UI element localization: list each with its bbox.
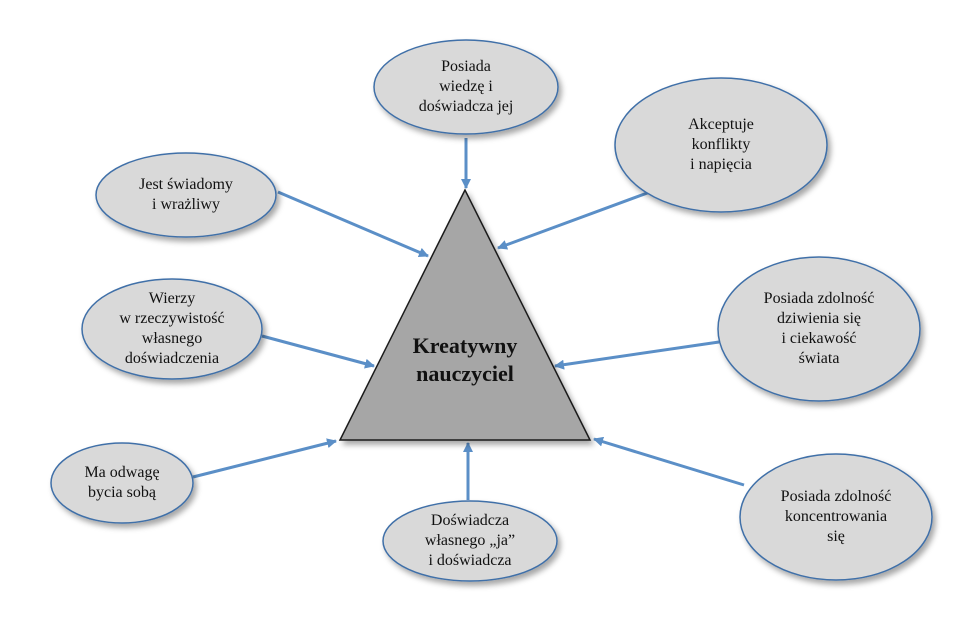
- arrow-jest-swiadomy: [277, 190, 429, 258]
- center-triangle: [338, 188, 592, 441]
- arrow-akceptuje-konflikty: [497, 190, 651, 250]
- arrow-wierzy: [261, 334, 375, 369]
- arrow-zdolnosc-dziwienia: [554, 340, 720, 370]
- arrow-odwaga: [192, 438, 337, 479]
- bubble-zdolnosc-koncentrowania: [739, 453, 933, 581]
- bubble-zdolnosc-dziwienia: [717, 256, 921, 402]
- bubble-doswiadcza-ja: [382, 500, 558, 582]
- bubble-posiada-wiedze: [373, 39, 559, 135]
- bubble-odwaga: [50, 442, 194, 524]
- bubble-wierzy: [81, 278, 263, 380]
- arrow-zdolnosc-koncentrowania: [593, 436, 745, 487]
- bubble-akceptuje-konflikty: [614, 77, 828, 213]
- bubble-jest-swiadomy: [95, 152, 277, 238]
